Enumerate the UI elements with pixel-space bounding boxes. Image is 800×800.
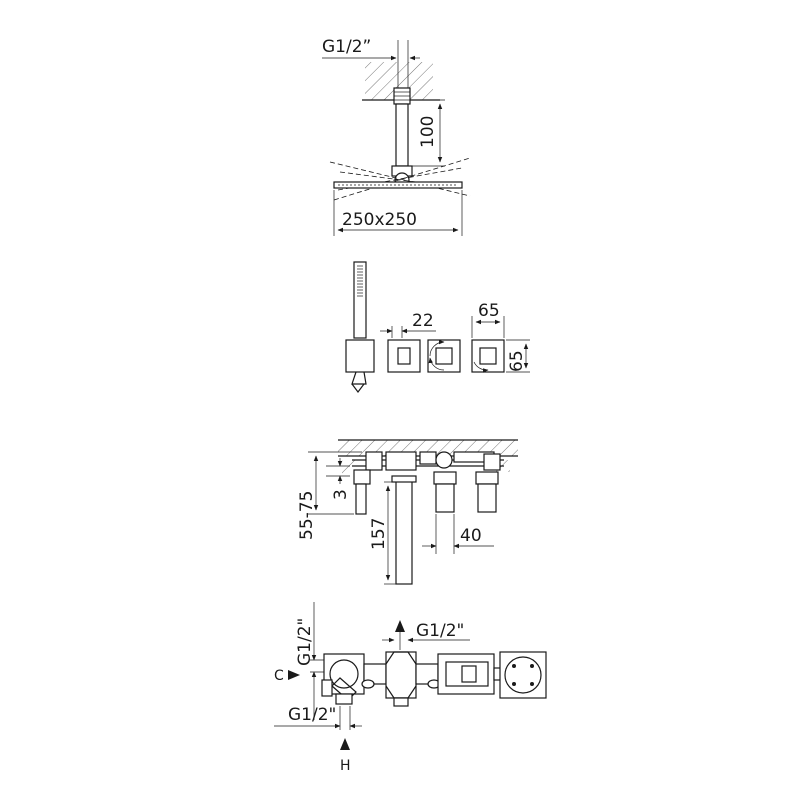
head-size-label: 250x250 <box>342 210 417 230</box>
bottom-thread-label: G1/2" <box>288 705 336 725</box>
ceiling-shower-head: G1/2” 100 250x250 <box>322 37 471 236</box>
section-view: 55-75 3 157 40 <box>297 439 518 585</box>
shower-arm <box>395 103 409 167</box>
holder-plate <box>345 339 375 373</box>
hand-shower <box>353 261 367 339</box>
cold-inlet-label: C <box>274 668 284 684</box>
spout-tube <box>395 479 413 585</box>
plate-width-label: 65 <box>478 301 500 321</box>
top-thread-label: G1/2" <box>416 621 464 641</box>
concealed-body: G1/2" G1/2" C <box>274 602 547 774</box>
wall-depth-label: 55-75 <box>297 491 317 540</box>
mixer-cartridge-2 <box>475 471 499 485</box>
mixer-body <box>437 653 495 695</box>
offset-label: 3 <box>331 489 351 500</box>
hot-inlet-label: H <box>340 758 351 774</box>
arm-length-label: 100 <box>418 116 438 148</box>
head-thread-label: G1/2” <box>322 37 371 57</box>
spout-length-label: 157 <box>369 518 389 550</box>
side-thread-label: G1/2" <box>295 618 315 666</box>
outlet-box <box>499 651 547 699</box>
hand-shower-and-plates: 22 65 65 <box>345 261 530 393</box>
cartridge-spacing-label: 40 <box>460 526 482 546</box>
diverter-body <box>385 651 417 699</box>
plate-depth-label: 22 <box>412 311 434 331</box>
mixer-cartridge-1 <box>433 471 457 485</box>
plate-height-label: 65 <box>507 350 527 372</box>
